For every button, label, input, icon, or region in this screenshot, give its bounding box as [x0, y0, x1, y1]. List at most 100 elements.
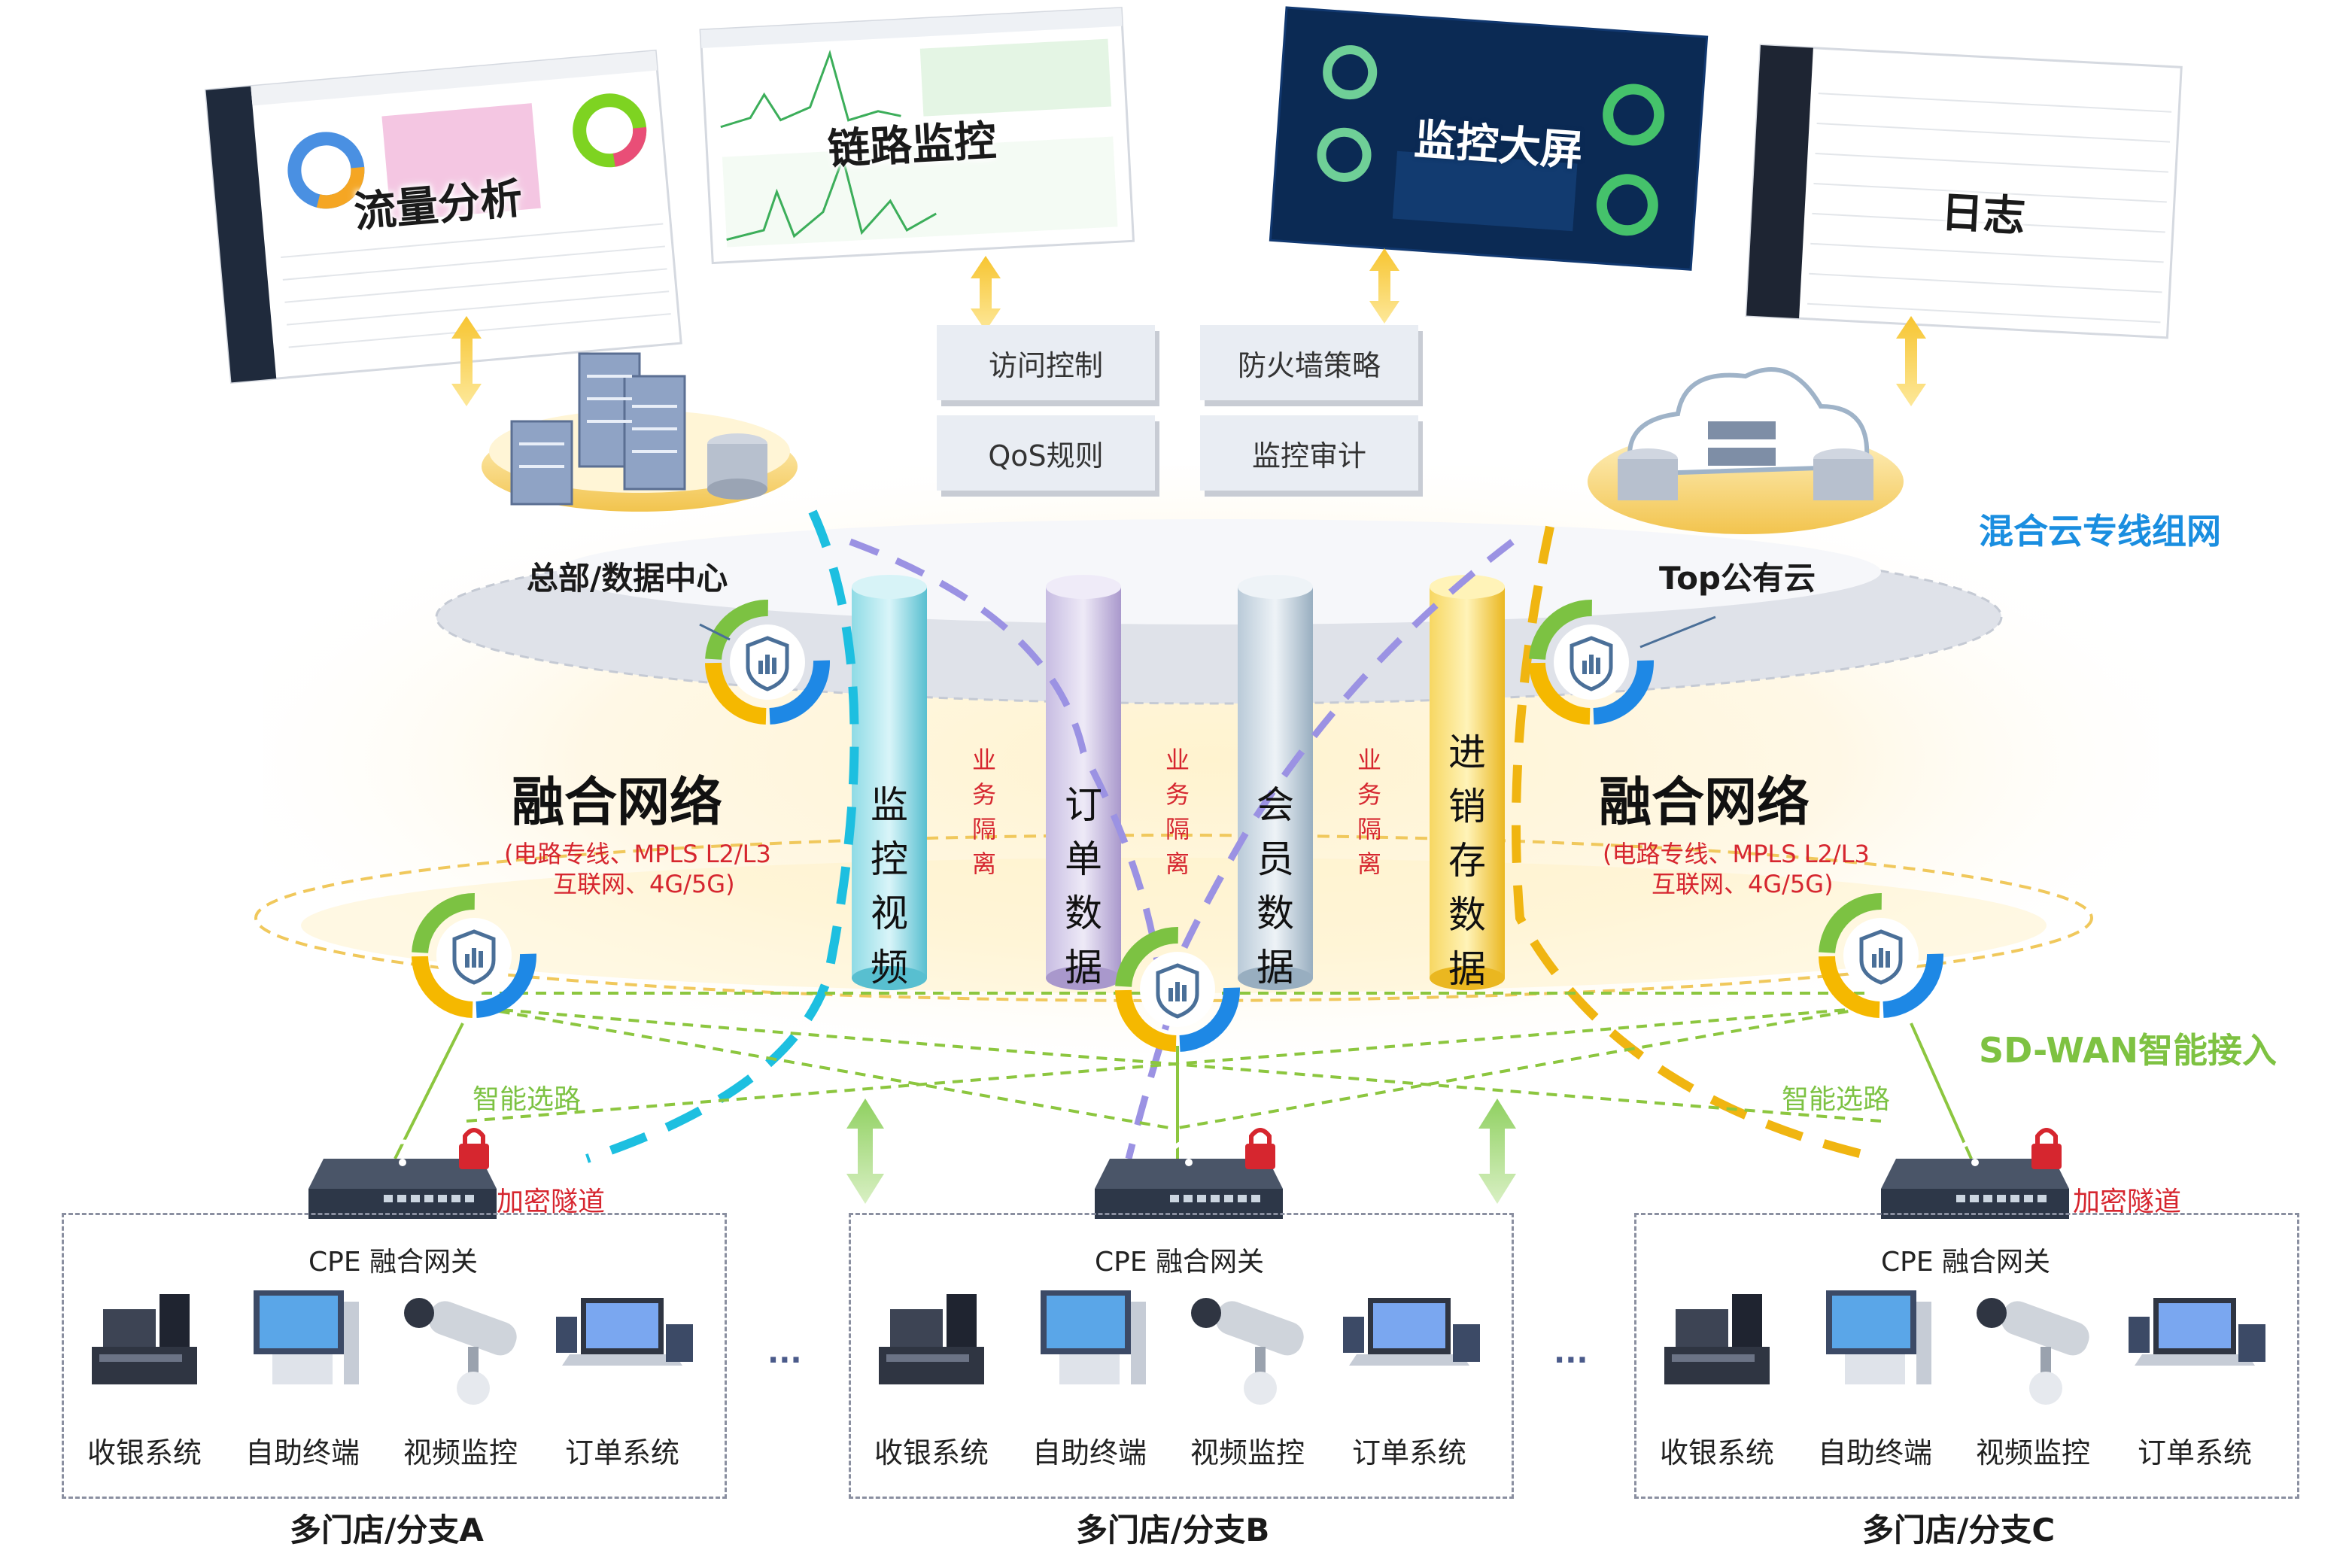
isolation-char: 隔	[1357, 815, 1381, 843]
pillar-char: 数	[1065, 892, 1102, 935]
pillar-char: 控	[871, 837, 908, 881]
branch-title-b: 多门店/分支B	[1076, 1512, 1270, 1548]
device-label: 订单系统	[2137, 1436, 2252, 1469]
ellipsis-1: ···	[767, 1343, 802, 1378]
sdwan-solid-links	[394, 1023, 1973, 1159]
cpe-gateway-c	[1881, 1128, 2069, 1219]
cash-register-icon	[92, 1294, 197, 1384]
pillar-char: 会	[1257, 783, 1294, 827]
security-node-right	[1819, 893, 1943, 1018]
pillar-char: 据	[1448, 947, 1486, 991]
security-node-cloud	[1529, 600, 1654, 725]
self-service-kiosk-icon	[1826, 1290, 1931, 1384]
cpe-label-a: CPE 融合网关	[308, 1247, 479, 1278]
isolation-label-3: 业务隔离	[1354, 741, 1384, 880]
green-arrows	[846, 1099, 1516, 1204]
screen-traffic-analysis	[204, 49, 682, 384]
laptop-order-icon	[2129, 1298, 2265, 1366]
pillar-char: 据	[1065, 946, 1102, 989]
pillar-char: 单	[1065, 837, 1102, 881]
fusion-line1-right: (电路专线、MPLS L2/L3	[1603, 840, 1870, 868]
pillar-char: 频	[871, 946, 908, 989]
cash-register-icon	[879, 1294, 984, 1384]
pillar-char: 视	[871, 892, 908, 935]
screen-logs	[1745, 44, 2183, 339]
isolation-char: 离	[1165, 849, 1190, 878]
pillar-label-inventory: 进销存数据	[1445, 722, 1490, 993]
device-label: 视频监控	[403, 1436, 518, 1469]
policy-access-control: 访问控制	[937, 325, 1155, 400]
self-service-kiosk-icon	[1041, 1290, 1146, 1384]
device-label: 视频监控	[1190, 1436, 1305, 1469]
hq-connector	[699, 623, 731, 641]
isolation-char: 业	[1357, 746, 1381, 774]
arrow-traffic	[451, 316, 482, 406]
pillar-monitoring-video	[852, 575, 927, 990]
policy-qos: QoS规则	[937, 415, 1155, 491]
pillar-inventory-data	[1430, 575, 1505, 990]
branch-box-b	[849, 1213, 1514, 1499]
security-camera-icon	[1977, 1298, 2089, 1405]
tunnel-label-a: 加密隧道	[497, 1187, 606, 1217]
pillar-label-member: 会员数据	[1253, 775, 1298, 992]
self-service-kiosk-icon	[254, 1290, 359, 1384]
isolation-char: 业	[1165, 746, 1190, 774]
screen-bigscreen-title: 监控大屏	[1412, 115, 1585, 176]
cpe-gateway-a	[308, 1128, 497, 1219]
fusion-line2-left: 互联网、4G/5G)	[553, 870, 735, 898]
sdwan-label: SD-WAN智能接入	[1979, 1030, 2277, 1071]
device-label: 自助终端	[245, 1436, 360, 1469]
pillar-label-monitoring: 监控视频	[867, 775, 912, 992]
pillar-char: 销	[1448, 785, 1486, 828]
policy-firewall: 防火墙策略	[1200, 325, 1418, 400]
isolation-char: 务	[971, 780, 996, 809]
device-label: 自助终端	[1817, 1436, 1932, 1469]
device-label: 视频监控	[1975, 1436, 2090, 1469]
device-label: 收银系统	[1659, 1436, 1774, 1469]
isolation-char: 务	[1165, 780, 1190, 809]
isolation-char: 离	[971, 849, 996, 878]
arrow-bigscreen	[1369, 248, 1399, 324]
device-label: 订单系统	[1351, 1436, 1466, 1469]
pillar-char: 进	[1448, 731, 1486, 774]
pillar-char: 数	[1448, 893, 1486, 937]
pillar-char: 员	[1257, 837, 1294, 881]
fusion-title-left: 融合网络	[512, 771, 722, 833]
tunnel-line-purple-2	[1170, 539, 1515, 972]
cloud-label: Top公有云	[1659, 560, 1816, 597]
security-node-hq	[705, 600, 830, 725]
pillar-member-data	[1238, 575, 1313, 990]
arrow-logs	[1896, 316, 1926, 406]
screen-big-screen	[1269, 6, 1709, 271]
security-camera-icon	[404, 1298, 517, 1405]
cpe-gateway-b	[1095, 1128, 1283, 1219]
security-node-left	[412, 893, 536, 1018]
branch-box-c	[1634, 1213, 2299, 1499]
isolation-label-1: 业务隔离	[969, 741, 999, 880]
screen-link-title: 链路监控	[826, 117, 998, 175]
laptop-order-icon	[556, 1298, 693, 1366]
security-camera-icon	[1191, 1298, 1304, 1405]
cpe-label-b: CPE 融合网关	[1095, 1247, 1265, 1278]
device-label: 收银系统	[87, 1436, 202, 1469]
pillar-char: 存	[1448, 839, 1486, 883]
laptop-order-icon	[1343, 1298, 1480, 1366]
branch-title-c: 多门店/分支C	[1862, 1512, 2056, 1548]
security-node-center	[1115, 927, 1240, 1052]
isolation-char: 业	[971, 746, 996, 774]
hq-label: 总部/数据中心	[527, 560, 728, 597]
hq-datacenter-icon	[482, 352, 798, 512]
cloud-connector	[1639, 615, 1716, 649]
tunnel-line-purple	[849, 538, 1162, 971]
sdwan-ring-fill	[301, 858, 2047, 993]
pillar-char: 据	[1257, 946, 1294, 989]
pillar-char: 数	[1257, 892, 1294, 935]
ellipsis-2: ···	[1554, 1343, 1588, 1378]
arrow-link	[971, 256, 1001, 331]
tunnel-label-c: 加密隧道	[2073, 1187, 2182, 1217]
branch-title-a: 多门店/分支A	[290, 1512, 484, 1548]
fusion-line2-right: 互联网、4G/5G)	[1652, 870, 1834, 898]
pillar-char: 监	[871, 783, 908, 827]
isolation-label-2: 业务隔离	[1162, 741, 1193, 880]
tunnel-line-cyan	[585, 509, 859, 1163]
